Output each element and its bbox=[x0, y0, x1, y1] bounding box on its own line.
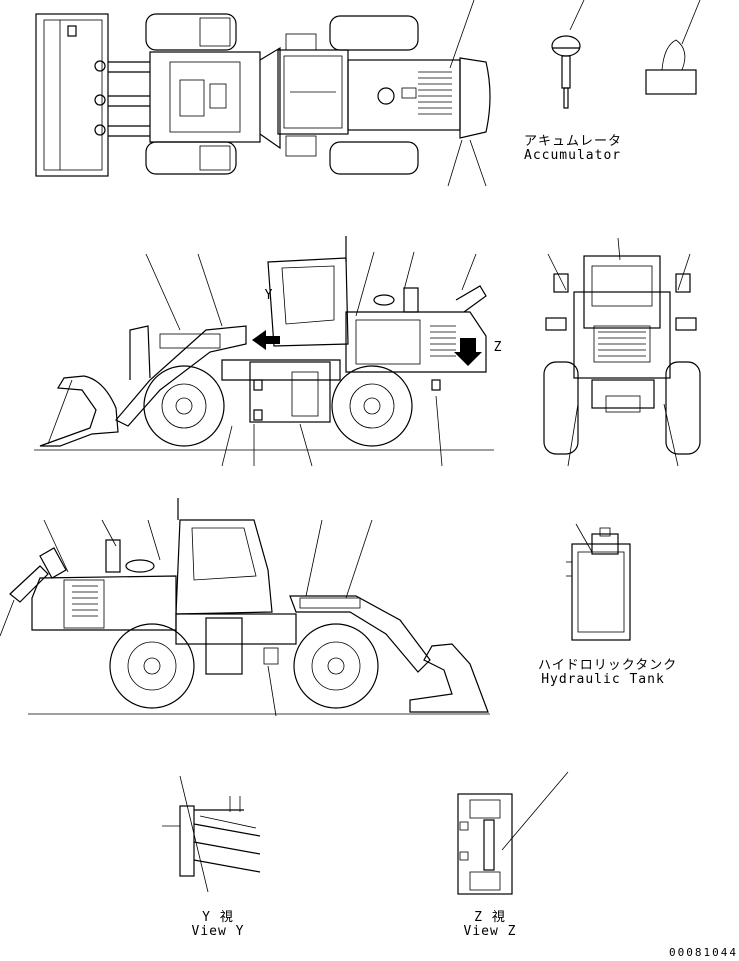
accumulator-part bbox=[551, 0, 585, 109]
hydraulic-tank-label-jp: ハイドロリックタンク bbox=[538, 658, 678, 673]
view-z-detail bbox=[457, 771, 569, 895]
side-marker-z: Z bbox=[493, 340, 503, 355]
view-y-detail bbox=[162, 775, 261, 893]
rear-view-loader bbox=[543, 237, 701, 467]
view-y-label-en: View Y bbox=[191, 924, 245, 939]
right-side-view-loader bbox=[0, 498, 490, 717]
view-z-label-en: View Z bbox=[463, 924, 517, 939]
side-marker-y: Y bbox=[264, 288, 274, 303]
drawing-number: 00081044 bbox=[669, 946, 738, 959]
accumulator-label-plate bbox=[645, 0, 701, 95]
left-side-view-loader bbox=[34, 236, 494, 467]
accumulator-label-jp: アキュムレータ bbox=[524, 134, 623, 149]
top-view-loader bbox=[35, 0, 491, 187]
view-y-label-jp: Y 視 bbox=[202, 910, 234, 925]
hydraulic-tank-part bbox=[566, 523, 631, 641]
hydraulic-tank-label-en: Hydraulic Tank bbox=[541, 672, 665, 687]
accumulator-label-en: Accumulator bbox=[524, 148, 622, 163]
view-z-label-jp: Z 視 bbox=[474, 910, 506, 925]
